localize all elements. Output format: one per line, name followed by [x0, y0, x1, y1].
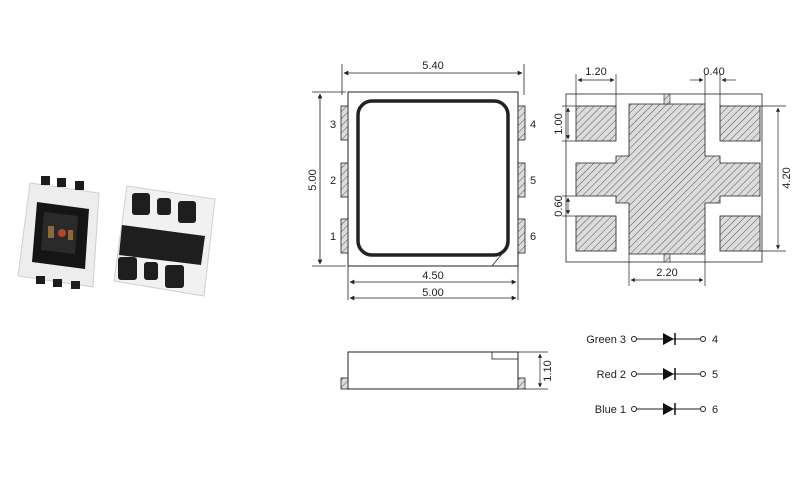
pad-width-label: 1.20 [585, 66, 606, 78]
pin-number-label: 2 [330, 175, 336, 187]
diode-icon [663, 403, 674, 415]
inner-width-label: 4.50 [422, 270, 443, 282]
pin-number-label: 1 [330, 231, 336, 243]
center-width-label: 2.20 [656, 267, 677, 279]
side-lead [340, 377, 349, 390]
side-view-body [347, 351, 519, 390]
gap-label: 0.40 [703, 66, 724, 78]
lead-pin-2 [340, 162, 349, 198]
pin-schematic: Green 3 4 Red 2 5 Blue 1 6 [586, 333, 718, 416]
lead-pin-4 [517, 105, 526, 141]
schematic-left-label: Red 2 [597, 369, 626, 381]
lens-window [356, 99, 510, 257]
pin-number-label: 3 [330, 119, 336, 131]
lead-pin-1 [340, 218, 349, 254]
pin-number-label: 6 [530, 231, 536, 243]
pad-gap-label: 0.60 [553, 195, 565, 216]
footprint-pad [575, 215, 617, 252]
schematic-row-red: Red 2 5 [597, 368, 718, 381]
led-top-view-photo [17, 176, 100, 289]
footprint-pad [719, 215, 761, 252]
footprint-drawing [562, 74, 786, 286]
schematic-right-label: 5 [712, 369, 718, 381]
diode-icon [663, 333, 674, 345]
lead-pin-5 [517, 162, 526, 198]
lead-pin-6 [517, 218, 526, 254]
pad-height-label: 1.00 [553, 113, 565, 134]
schematic-left-label: Blue 1 [595, 404, 626, 416]
side-view-drawing [340, 351, 548, 390]
height-dimension-label: 5.00 [307, 169, 319, 190]
lead-pin-3 [340, 105, 349, 141]
led-product-photo [17, 176, 216, 297]
top-view-drawing [312, 64, 526, 301]
led-bottom-view-photo [113, 185, 216, 297]
side-height-label: 1.10 [542, 360, 554, 381]
schematic-row-blue: Blue 1 6 [595, 403, 718, 416]
side-lead [517, 377, 526, 390]
schematic-right-label: 4 [712, 334, 718, 346]
footprint-pad [719, 105, 761, 142]
top-view-labels: 5.40 5.00 4.50 5.00 3 2 1 4 5 6 [307, 60, 536, 299]
schematic-right-label: 6 [712, 404, 718, 416]
diode-icon [663, 368, 674, 380]
footprint-pad [575, 105, 617, 142]
footprint-labels: 1.20 0.40 1.00 0.60 4.20 2.20 [553, 66, 793, 279]
total-height-label: 4.20 [781, 167, 793, 188]
outer-width-label: 5.00 [422, 287, 443, 299]
pin-number-label: 5 [530, 175, 536, 187]
package-outline [347, 91, 519, 267]
pin-number-label: 4 [530, 119, 536, 131]
width-dimension-label: 5.40 [422, 60, 443, 72]
schematic-left-label: Green 3 [586, 334, 626, 346]
schematic-row-green: Green 3 4 [586, 333, 718, 346]
